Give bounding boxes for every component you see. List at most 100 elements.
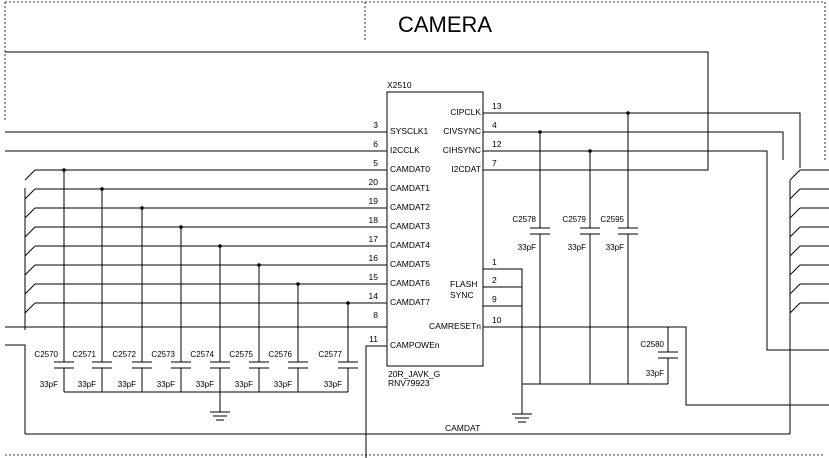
capacitor-c2573: C2573 33pF	[151, 225, 191, 392]
left-pin-number: 17	[369, 234, 379, 244]
cap-value: 33pF	[324, 380, 342, 389]
right-pin-number: 7	[492, 158, 497, 168]
cap-value: 33pF	[274, 380, 292, 389]
left-pin-number: 20	[369, 177, 379, 187]
capacitor-c2595: C2595 33pF	[600, 111, 638, 384]
cap-ref: C2574	[190, 350, 214, 359]
sheet-title: CAMERA	[398, 12, 492, 37]
left-pin-number: 5	[373, 158, 378, 168]
capacitor-c2570: C2570 33pF	[34, 168, 74, 392]
left-pin-name: CAMDAT6	[390, 278, 430, 288]
cap-value: 33pF	[157, 380, 175, 389]
capacitor-c2577: C2577 33pF	[318, 301, 358, 392]
capacitor-c2572: C2572 33pF	[112, 206, 152, 392]
right-pin-number: 9	[492, 294, 497, 304]
cap-ref: C2578	[512, 215, 536, 224]
left-pin-name: CAMDAT4	[390, 240, 430, 250]
left-pin-name: CAMDAT7	[390, 297, 430, 307]
flash-label-2: SYNC	[450, 290, 474, 300]
left-pin-number: 11	[369, 334, 378, 344]
cap-ref: C2580	[640, 340, 664, 349]
right-pin-name: CAMRESETn	[429, 321, 481, 331]
bus-entry-right	[789, 207, 801, 219]
right-pin-number: 12	[492, 139, 502, 149]
right-pin-group: 13CIPCLK4CIVSYNC12CIHSYNC7I2CDAT12910CAM…	[429, 101, 502, 331]
bus-entry-right	[789, 302, 801, 314]
cap-value: 33pF	[518, 243, 536, 252]
right-pin-name: CIPCLK	[450, 107, 481, 117]
left-pin-number: 3	[373, 120, 378, 130]
right-pin-number: 13	[492, 101, 502, 111]
ic-x2510: X2510 20R_JAVK_G RNV79923 FLASH SYNC 3SY…	[35, 80, 502, 388]
bus-label: CAMDAT	[445, 423, 480, 433]
bus-entry-right	[789, 188, 801, 200]
capacitor-reset: C2580 33pF	[640, 327, 678, 384]
left-pin-name: CAMDAT3	[390, 221, 430, 231]
cap-value: 33pF	[40, 380, 58, 389]
capacitor-c2576: C2576 33pF	[268, 282, 308, 392]
right-pin-number: 10	[492, 315, 502, 325]
bus-entry-left	[24, 207, 36, 219]
cap-ref: C2579	[562, 215, 586, 224]
right-pin-number: 4	[492, 120, 497, 130]
cap-ref: C2575	[229, 350, 253, 359]
bus-entries	[24, 169, 829, 314]
capacitor-c2578: C2578 33pF	[512, 130, 550, 384]
bus-entry-left	[24, 283, 36, 295]
left-pin-number: 8	[373, 310, 378, 320]
left-pin-name: CAMPOWEn	[390, 340, 440, 350]
capacitors-right: C2578 33pF C2579 33pF C2595 33pF	[512, 111, 638, 384]
ground-symbol-left	[210, 392, 230, 421]
bus-entry-left	[24, 188, 36, 200]
left-pin-number: 16	[369, 253, 379, 263]
cap-value: 33pF	[646, 369, 664, 378]
bus-entry-left	[24, 264, 36, 276]
left-pin-number: 18	[369, 215, 379, 225]
bus-entry-left	[24, 226, 36, 238]
flash-label-1: FLASH	[450, 279, 477, 289]
bus-entry-right	[789, 283, 801, 295]
cap-value: 33pF	[606, 243, 624, 252]
cap-ref: C2576	[268, 350, 292, 359]
capacitor-c2575: C2575 33pF	[229, 263, 269, 392]
bus-entry-right	[789, 226, 801, 238]
right-pin-number: 2	[492, 275, 497, 285]
cap-value: 33pF	[568, 243, 586, 252]
cap-ref: C2573	[151, 350, 175, 359]
cap-ref: C2595	[600, 215, 624, 224]
left-pin-name: CAMDAT0	[390, 164, 430, 174]
left-pin-name: CAMDAT5	[390, 259, 430, 269]
wiring	[5, 51, 829, 458]
capacitors-bottom: C257033pFC257133pFC257233pFC257333pFC257…	[34, 168, 358, 392]
cap-value: 33pF	[235, 380, 253, 389]
left-pin-number: 6	[373, 139, 378, 149]
ic-body	[386, 91, 484, 367]
bus-entry-right	[789, 264, 801, 276]
sheet-frame	[4, 1, 826, 456]
bus-entry-left	[24, 302, 36, 314]
ic-part2: RNV79923	[388, 378, 430, 388]
cap-ref: C2571	[72, 350, 96, 359]
left-pin-name: I2CCLK	[390, 145, 420, 155]
cap-ref: C2577	[318, 350, 342, 359]
cap-value: 33pF	[118, 380, 136, 389]
left-pin-name: CAMDAT1	[390, 183, 430, 193]
cap-value: 33pF	[196, 380, 214, 389]
left-pin-number: 15	[369, 272, 379, 282]
bus-entry-right	[789, 245, 801, 257]
cap-ref: C2570	[34, 350, 58, 359]
bus-entry-right	[789, 169, 801, 181]
left-pin-number: 14	[369, 291, 379, 301]
cap-ref: C2572	[112, 350, 136, 359]
capacitor-c2579: C2579 33pF	[562, 149, 600, 384]
right-pin-number: 1	[492, 257, 497, 267]
ic-part1: 20R_JAVK_G	[388, 369, 440, 379]
left-pin-number: 19	[369, 196, 379, 206]
capacitor-c2571: C2571 33pF	[72, 187, 112, 392]
left-pin-name: SYSCLK1	[390, 126, 429, 136]
capacitor-c2574: C2574 33pF	[190, 244, 230, 392]
cap-value: 33pF	[78, 380, 96, 389]
right-pin-name: CIHSYNC	[443, 145, 481, 155]
